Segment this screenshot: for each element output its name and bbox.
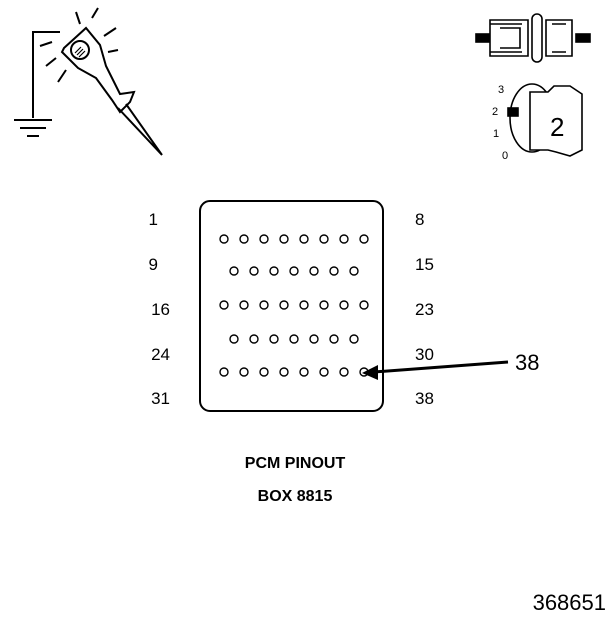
row2-end-label: 15 xyxy=(415,255,434,274)
pin-5 xyxy=(299,234,309,244)
ignition-key-position-label: 2 xyxy=(550,112,565,142)
pin-14 xyxy=(329,266,339,276)
pin-32 xyxy=(239,367,249,377)
pin-23 xyxy=(359,300,369,310)
pin-2 xyxy=(239,234,249,244)
pin-34 xyxy=(279,367,289,377)
pin-4 xyxy=(279,234,289,244)
pin-15 xyxy=(349,266,359,276)
pin-7 xyxy=(339,234,349,244)
pin-13 xyxy=(309,266,319,276)
pin-21 xyxy=(319,300,329,310)
ignition-position-3: 3 xyxy=(498,84,505,96)
pin-22 xyxy=(339,300,349,310)
row3-start-label: 16 xyxy=(151,300,170,319)
pin-33 xyxy=(259,367,269,377)
pin-20 xyxy=(299,300,309,310)
ignition-position-1: 1 xyxy=(493,128,500,140)
pin-10 xyxy=(249,266,259,276)
figure-number: 368651 xyxy=(532,590,606,615)
pcm-connector-outline xyxy=(199,200,384,412)
connector-disconnected-icon xyxy=(475,13,591,63)
diagram-subtitle: BOX 8815 xyxy=(257,488,333,505)
callout-label: 38 xyxy=(515,350,540,375)
pin-38-callout-arrow xyxy=(362,360,509,380)
diagram-title: PCM PINOUT xyxy=(244,455,346,472)
row4-start-label: 24 xyxy=(151,345,170,364)
ignition-key-icon xyxy=(507,83,583,157)
row5-start-label: 31 xyxy=(151,389,170,408)
pin-19 xyxy=(279,300,289,310)
pin-29 xyxy=(329,334,339,344)
pin-3 xyxy=(259,234,269,244)
pin-35 xyxy=(299,367,309,377)
pin-6 xyxy=(319,234,329,244)
pin-11 xyxy=(269,266,279,276)
row4-end-label: 30 xyxy=(415,345,434,364)
pin-12 xyxy=(289,266,299,276)
row3-end-label: 23 xyxy=(415,300,434,319)
pin-16 xyxy=(219,300,229,310)
test-light-icon xyxy=(14,7,163,156)
ignition-position-2: 2 xyxy=(492,106,499,118)
pin-27 xyxy=(289,334,299,344)
pin-28 xyxy=(309,334,319,344)
pin-24 xyxy=(229,334,239,344)
connector-pins xyxy=(219,234,369,377)
pin-8 xyxy=(359,234,369,244)
ignition-position-0: 0 xyxy=(502,150,509,162)
pin-31 xyxy=(219,367,229,377)
pin-36 xyxy=(319,367,329,377)
row5-end-label: 38 xyxy=(415,389,434,408)
ground-symbol-icon xyxy=(14,119,52,137)
row1-start-label: 1 xyxy=(148,210,158,229)
pin-30 xyxy=(349,334,359,344)
pin-9 xyxy=(229,266,239,276)
row2-start-label: 9 xyxy=(148,255,158,274)
pin-26 xyxy=(269,334,279,344)
pin-18 xyxy=(259,300,269,310)
row1-end-label: 8 xyxy=(415,210,425,229)
pin-1 xyxy=(219,234,229,244)
pin-37 xyxy=(339,367,349,377)
pin-25 xyxy=(249,334,259,344)
pin-17 xyxy=(239,300,249,310)
